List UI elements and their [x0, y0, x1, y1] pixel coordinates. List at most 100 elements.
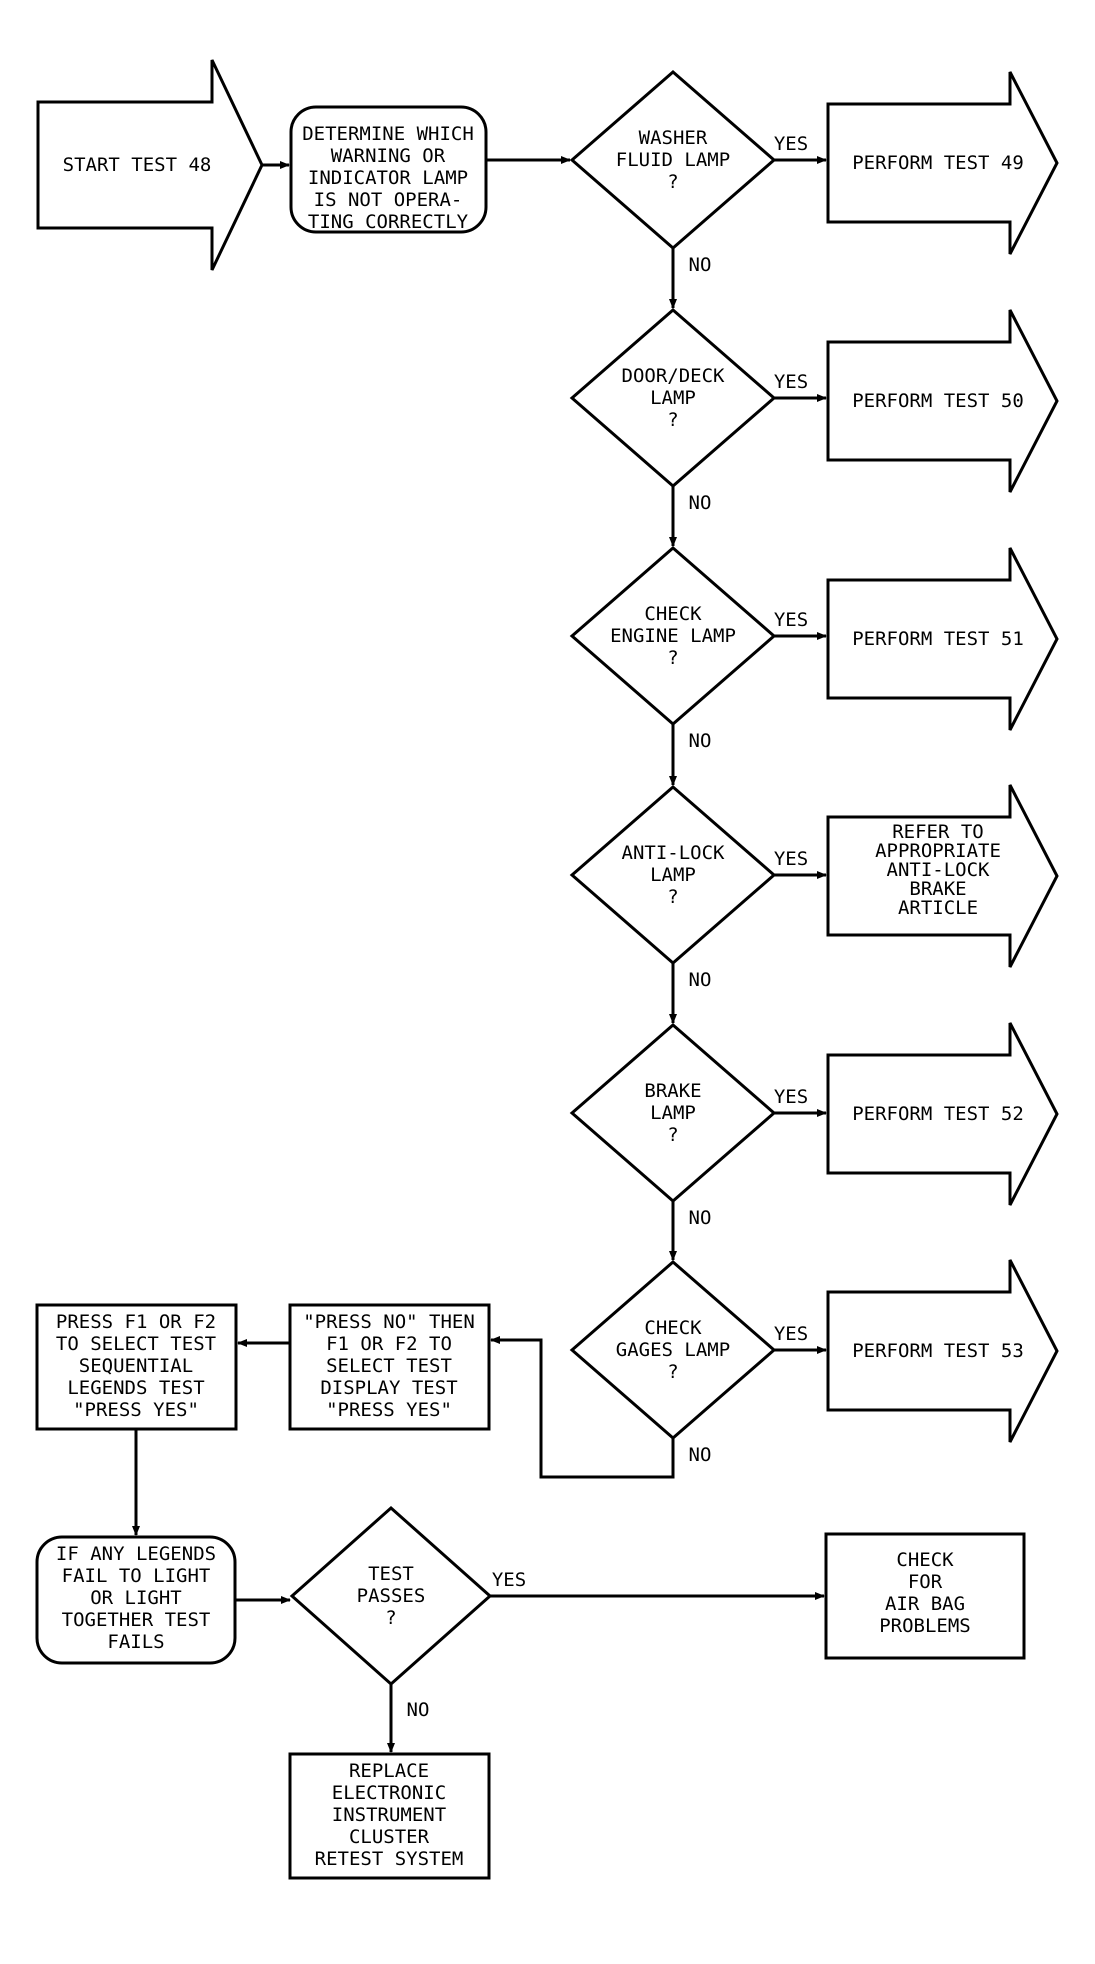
decision-washer-text-line: WASHER	[639, 127, 708, 149]
decision-gages-text-line: ?	[667, 1361, 678, 1383]
decision-antilock-text-line: LAMP	[650, 864, 696, 886]
determine-text-line: INDICATOR LAMP	[308, 167, 468, 189]
result-test52-text-line: PERFORM TEST 52	[852, 1103, 1024, 1125]
legends-text-line: FAILS	[107, 1631, 164, 1653]
result-test49-text-line: PERFORM TEST 49	[852, 152, 1024, 174]
decision-passes-text-line: ?	[385, 1607, 396, 1629]
result-antilock-ref-text-line: REFER TO	[892, 821, 984, 843]
decision-washer-text-line: ?	[667, 171, 678, 193]
legends-text-line: IF ANY LEGENDS	[56, 1543, 216, 1565]
no-label-washer: NO	[689, 254, 712, 276]
press-no-text-line: SELECT TEST	[326, 1355, 452, 1377]
press-no-text-line: "PRESS NO" THEN	[303, 1311, 475, 1333]
determine-text-line: WARNING OR	[331, 145, 446, 167]
result-test51-text: PERFORM TEST 51	[852, 628, 1024, 650]
no-label-brake: NO	[689, 1207, 712, 1229]
determine-text-line: DETERMINE WHICH	[302, 123, 474, 145]
airbag-box	[824, 1532, 1026, 1660]
yes-label-gages: YES	[774, 1323, 808, 1345]
press-f1-text-line: PRESS F1 OR F2	[56, 1311, 216, 1333]
no-label-engine: NO	[689, 730, 712, 752]
result-test49-text: PERFORM TEST 49	[852, 152, 1024, 174]
result-test52-text: PERFORM TEST 52	[852, 1103, 1024, 1125]
legends-text-line: OR LIGHT	[90, 1587, 182, 1609]
decision-door-text-line: LAMP	[650, 387, 696, 409]
airbag-text-line: FOR	[908, 1571, 943, 1593]
decision-engine-text-line: ?	[667, 647, 678, 669]
press-f1-text-line: "PRESS YES"	[73, 1399, 199, 1421]
legends-text-line: TOGETHER TEST	[62, 1609, 211, 1631]
result-test53	[826, 1259, 1059, 1443]
press-f1-text-line: LEGENDS TEST	[67, 1377, 204, 1399]
decision-brake-text-line: LAMP	[650, 1102, 696, 1124]
decision-brake-text-line: ?	[667, 1124, 678, 1146]
airbag-text-line: CHECK	[896, 1549, 954, 1571]
edge-gages-no	[490, 1336, 675, 1479]
decision-passes-text-line: TEST	[368, 1563, 414, 1585]
press-no-text-line: F1 OR F2 TO	[326, 1333, 452, 1355]
yes-label-door: YES	[774, 371, 808, 393]
decision-antilock-text-line: ANTI-LOCK	[622, 842, 726, 864]
result-test49	[826, 71, 1059, 255]
yes-label-brake: YES	[774, 1086, 808, 1108]
decision-engine-text-line: ENGINE LAMP	[610, 625, 736, 647]
legends-text-line: FAIL TO LIGHT	[62, 1565, 211, 1587]
decision-gages-text-line: CHECK	[644, 1317, 702, 1339]
result-test51-text-line: PERFORM TEST 51	[852, 628, 1024, 650]
no-label-antilock: NO	[689, 969, 712, 991]
result-test52	[826, 1022, 1059, 1206]
result-antilock-ref-text-line: ARTICLE	[898, 897, 978, 919]
decision-gages-text-line: GAGES LAMP	[616, 1339, 730, 1361]
press-no-box	[288, 1303, 491, 1431]
decision-door-text-line: ?	[667, 409, 678, 431]
result-test50-text: PERFORM TEST 50	[852, 390, 1024, 412]
result-antilock-ref	[826, 784, 1059, 968]
yes-label-engine: YES	[774, 609, 808, 631]
decision-antilock-text-line: ?	[667, 886, 678, 908]
determine-text-line: TING CORRECTLY	[308, 211, 469, 233]
no-label-door: NO	[689, 492, 712, 514]
yes-label-passes: YES	[492, 1569, 526, 1591]
yes-label-washer: YES	[774, 133, 808, 155]
result-test53-text-line: PERFORM TEST 53	[852, 1340, 1024, 1362]
no-label-passes: NO	[407, 1699, 430, 1721]
replace-text-line: RETEST SYSTEM	[315, 1848, 464, 1870]
press-no-text-line: "PRESS YES"	[326, 1399, 452, 1421]
result-antilock-ref-text-line: BRAKE	[909, 878, 966, 900]
decision-washer-text-line: FLUID LAMP	[616, 149, 730, 171]
result-test51	[826, 547, 1059, 731]
result-test50-text-line: PERFORM TEST 50	[852, 390, 1024, 412]
press-f1-text-line: SEQUENTIAL	[79, 1355, 193, 1377]
decision-brake-text-line: BRAKE	[644, 1080, 701, 1102]
press-no-text-line: DISPLAY TEST	[320, 1377, 457, 1399]
decision-engine-text-line: CHECK	[644, 603, 702, 625]
determine-text-line: IS NOT OPERA-	[314, 189, 463, 211]
replace-text-line: CLUSTER	[349, 1826, 430, 1848]
press-f1-text-line: TO SELECT TEST	[56, 1333, 216, 1355]
airbag-text-line: PROBLEMS	[879, 1615, 971, 1637]
decision-door-text-line: DOOR/DECK	[622, 365, 726, 387]
result-antilock-ref-text-line: APPROPRIATE	[875, 840, 1001, 862]
determine-node	[289, 105, 488, 234]
start-node	[36, 59, 264, 271]
yes-label-antilock: YES	[774, 848, 808, 870]
result-antilock-ref-text-line: ANTI-LOCK	[887, 859, 991, 881]
result-test50	[826, 309, 1059, 493]
replace-text-line: REPLACE	[349, 1760, 429, 1782]
replace-text-line: ELECTRONIC	[332, 1782, 446, 1804]
